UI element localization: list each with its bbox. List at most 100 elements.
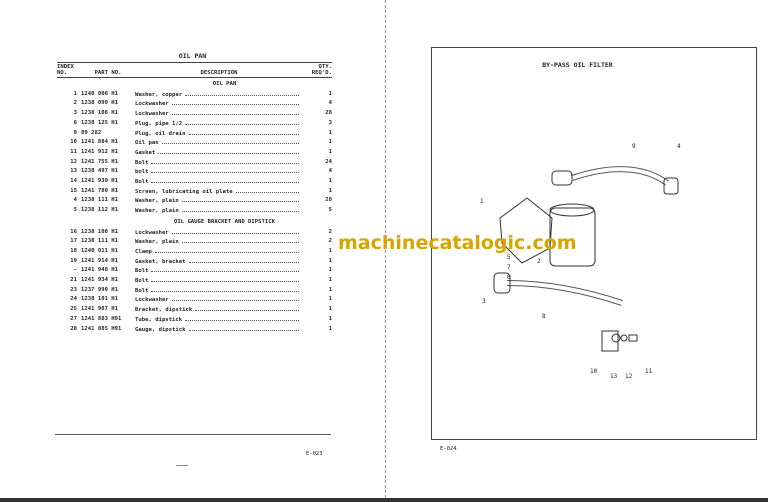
part-number-cell: 1237 999 H1 [81, 286, 119, 293]
qty-cell: 1 [328, 90, 332, 97]
part-number-cell: 1238 099 H1 [81, 100, 119, 107]
dot-leader [151, 167, 299, 174]
qty-cell: 1 [328, 178, 332, 185]
callout-label: 8 [542, 313, 546, 320]
dot-leader [171, 228, 299, 234]
qty-cell: 3 [328, 119, 332, 126]
part-number-cell: 1238 108 H1 [81, 110, 119, 117]
filter-element [549, 207, 596, 267]
right-page-number: E-024 [440, 446, 457, 452]
index-cell: 27 [70, 315, 77, 322]
description-cell: Bolt [135, 158, 303, 168]
index-cell: 16 [70, 228, 77, 235]
end-fitting [663, 177, 679, 195]
dot-leader [185, 119, 299, 125]
qty-cell: 1 [328, 296, 332, 303]
index-cell: 4 [73, 197, 77, 204]
part-number-cell: 1241 948 H1 [81, 267, 119, 274]
index-cell: 10 [70, 139, 77, 146]
part-number-cell: 1241 883 H91 [81, 315, 122, 322]
part-number-cell: 1238 108 H1 [81, 228, 119, 235]
index-cell: 1 [73, 90, 77, 97]
bottom-bar [0, 498, 768, 502]
dot-leader [195, 305, 299, 312]
index-cell: 13 [70, 168, 77, 175]
index-cell: 23 [70, 286, 77, 293]
dot-leader [171, 99, 299, 106]
callout-label: 5 [507, 254, 511, 261]
qty-cell: 1 [328, 187, 332, 194]
index-cell: 19 [70, 257, 77, 264]
qty-cell: 1 [328, 257, 332, 264]
index-cell: 6 [73, 119, 77, 126]
qty-cell: 4 [328, 100, 332, 107]
index-cell: 3 [73, 110, 77, 117]
callout-label: 3 [482, 298, 486, 305]
callout-label: 13 [610, 373, 618, 380]
description-cell: Gasket, bracket [135, 257, 303, 267]
description-cell: Bolt [135, 276, 303, 286]
description-cell: Washer, copper [135, 90, 303, 100]
description-cell: Bolt [135, 177, 303, 187]
part-number-cell: 1240 006 H1 [81, 90, 119, 97]
qty-cell: 1 [328, 286, 332, 293]
callout-label: 9 [632, 143, 636, 150]
callout-label: 12 [625, 373, 633, 380]
callout-label: 1 [480, 198, 484, 205]
section-title: OIL GAUGE BRACKET AND DIPSTICK [173, 218, 276, 225]
callout-label: 2 [537, 258, 541, 265]
part-number-cell: 1241 884 H1 [81, 139, 119, 146]
part-number-cell: 1238 111 H1 [81, 238, 119, 245]
description-cell: Bolt [135, 286, 303, 296]
lower-elbow [493, 272, 511, 294]
qty-cell: 28 [325, 197, 332, 204]
header-part: PART NO. [81, 62, 135, 78]
dot-leader [181, 196, 299, 203]
index-cell: 9 [73, 129, 77, 136]
description-cell: Bracket, dipstick [135, 305, 303, 315]
description-cell: Plug, oil drain [135, 129, 303, 139]
description-cell: Gauge, dipstick [135, 325, 303, 335]
callout-label: 6 [507, 274, 511, 281]
description-cell: Lockwasher [135, 228, 303, 238]
bracket [601, 330, 619, 352]
dot-leader [171, 295, 299, 302]
index-cell: 14 [70, 178, 77, 185]
section-title: OIL PAN [212, 81, 237, 87]
table-row: 1 1240 006 H1 Washer, copper 1 [57, 90, 332, 100]
part-number-cell: 1241 885 H91 [81, 325, 122, 332]
left-page: OIL PAN INDEX NO. PART NO. DESCRIPTION Q… [0, 0, 385, 498]
dot-leader [181, 237, 299, 244]
watermark: machinecatalogic.com [338, 232, 577, 254]
footer-rule [55, 434, 331, 435]
dot-leader [161, 138, 299, 145]
page-divider [385, 0, 386, 498]
description-cell: Lockwasher [135, 295, 303, 305]
part-number-cell: 1241 934 H1 [81, 277, 119, 284]
qty-cell: 4 [328, 168, 332, 175]
dot-leader [151, 276, 299, 283]
callout-label: 4 [677, 143, 681, 150]
callout-label: 10 [590, 368, 598, 375]
callout-label: 7 [507, 264, 511, 271]
part-number-cell: 1240 011 H1 [81, 247, 119, 254]
dot-leader [151, 266, 299, 273]
page-number: E-023 [306, 451, 323, 457]
divider-mark [176, 465, 188, 466]
part-number-cell: 1241 907 H1 [81, 306, 119, 313]
dot-leader [151, 158, 299, 164]
dot-leader [181, 206, 299, 213]
part-number-cell: 1238 111 H1 [81, 197, 119, 204]
dot-leader [151, 286, 299, 292]
